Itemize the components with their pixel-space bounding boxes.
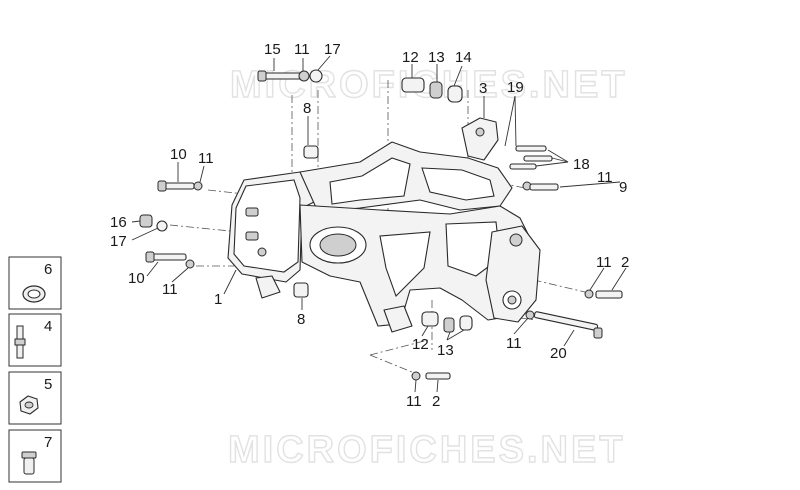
part-12-bushing-lower	[421, 311, 439, 327]
detail-box-7-number: 7	[44, 434, 52, 451]
callout-11-upper: 11	[198, 150, 214, 167]
part-16-nut	[139, 214, 153, 228]
part-11-washer-lower	[185, 259, 195, 269]
part-13-washer-top	[429, 81, 443, 99]
part-11-washer-axle	[525, 310, 535, 320]
frame-swingarm-plate	[485, 225, 541, 323]
part-11-washer-top	[298, 70, 310, 82]
detail-box-5: 5	[8, 371, 62, 425]
stud-icon	[14, 325, 26, 359]
part-11-washer-bottom	[411, 371, 421, 381]
callout-14: 14	[455, 49, 472, 66]
callout-11-bottom: 11	[406, 393, 422, 410]
rivet-nut-icon	[21, 451, 37, 475]
part-13-washer-lower-a	[443, 317, 455, 333]
callout-17-top: 17	[324, 41, 341, 58]
part-10-bolt-upper	[161, 182, 195, 190]
part-3-bracket	[461, 117, 499, 161]
part-10-bolt-lower	[149, 253, 187, 261]
part-15-bolt	[261, 72, 303, 80]
leader-lines	[131, 55, 627, 393]
detail-box-5-number: 5	[44, 376, 52, 393]
callout-2-right: 2	[621, 254, 629, 271]
callout-13-top: 13	[428, 49, 445, 66]
part-20-axle-bolt	[533, 311, 599, 331]
part-18-bolt-b	[523, 155, 553, 162]
callout-11-right: 11	[597, 169, 613, 186]
callout-12-lower: 12	[412, 336, 429, 353]
callout-17-left: 17	[110, 233, 127, 250]
part-8-spacer-top	[303, 145, 319, 159]
part-17-nut-top	[309, 69, 323, 83]
detail-box-6: 6	[8, 256, 62, 310]
watermark-bottom: MICROFICHES.NET	[228, 429, 626, 471]
callout-19: 19	[507, 79, 524, 96]
callout-1: 1	[214, 291, 222, 308]
detail-box-7: 7	[8, 429, 62, 483]
callout-3: 3	[479, 80, 487, 97]
watermark-top: MICROFICHES.NET	[230, 64, 628, 106]
part-14-spacer-top	[447, 85, 463, 103]
callout-8-lower: 8	[297, 311, 305, 328]
callout-10-upper: 10	[170, 146, 187, 163]
frame-assembly	[227, 141, 541, 333]
nut-icon	[19, 395, 39, 415]
callout-15: 15	[264, 41, 281, 58]
part-18-bolt-c	[509, 163, 537, 170]
detail-box-4: 4	[8, 313, 62, 367]
callout-11-pivot: 11	[596, 254, 612, 271]
callout-12-top: 12	[402, 49, 419, 66]
callout-8-top: 8	[303, 100, 311, 117]
part-2-bolt-bottom	[425, 372, 451, 380]
part-18-bolt-a	[515, 145, 547, 152]
callout-13-lower: 13	[437, 342, 454, 359]
callout-labels: 15 11 17 12 13 14 3 19 8 10 11 18 11 9 1…	[110, 41, 629, 410]
callout-10-lower: 10	[128, 270, 145, 287]
part-11-washer-upper	[193, 181, 203, 191]
hardware	[139, 69, 623, 381]
part-12-bushing-top	[401, 77, 425, 93]
detail-box-6-number: 6	[44, 261, 52, 278]
callout-11-axle: 11	[506, 335, 522, 352]
callout-11-top: 11	[294, 41, 310, 58]
callout-16: 16	[110, 214, 127, 231]
callout-11-lower: 11	[162, 281, 178, 298]
callout-9: 9	[619, 179, 627, 196]
part-13-washer-lower-b	[459, 315, 473, 331]
callout-18: 18	[573, 156, 590, 173]
clip-icon	[22, 285, 46, 303]
callout-20: 20	[550, 345, 567, 362]
part-8-spacer-lower	[293, 282, 309, 298]
part-9-bolt	[529, 183, 559, 191]
part-2-bolt-right	[595, 290, 623, 299]
detail-box-4-number: 4	[44, 318, 52, 335]
callout-2-bottom: 2	[432, 393, 440, 410]
part-17-washer-left	[156, 220, 168, 232]
part-11-washer-pivot	[584, 289, 594, 299]
